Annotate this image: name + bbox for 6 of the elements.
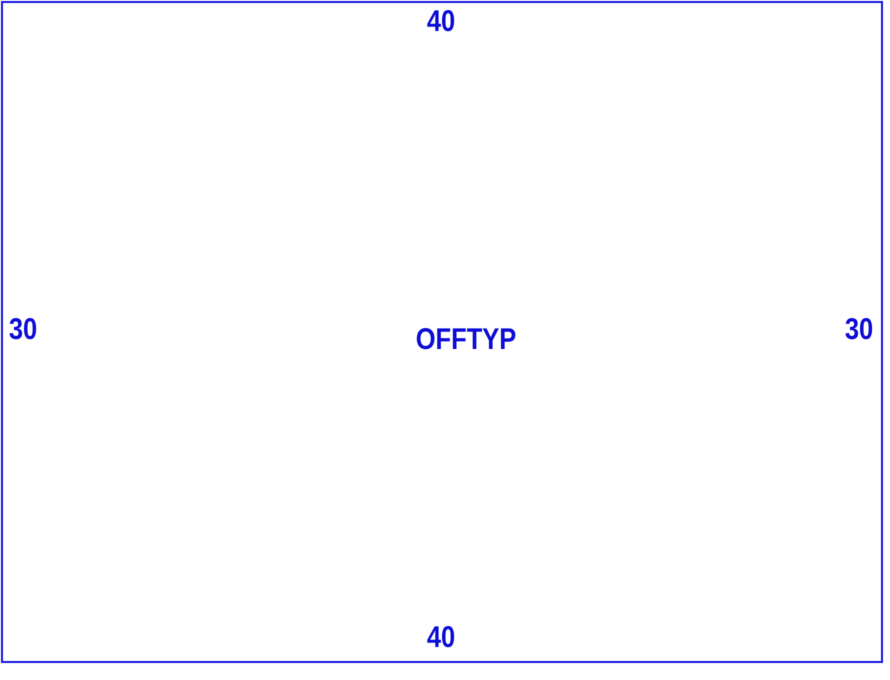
dimension-label: 30 [8,313,38,347]
dimension-label: 40 [426,5,456,39]
outline-rectangle [1,1,883,663]
dimension-label: 40 [426,621,456,655]
dimension-label: 30 [844,313,874,347]
area-label: OFFTYP [416,323,516,357]
